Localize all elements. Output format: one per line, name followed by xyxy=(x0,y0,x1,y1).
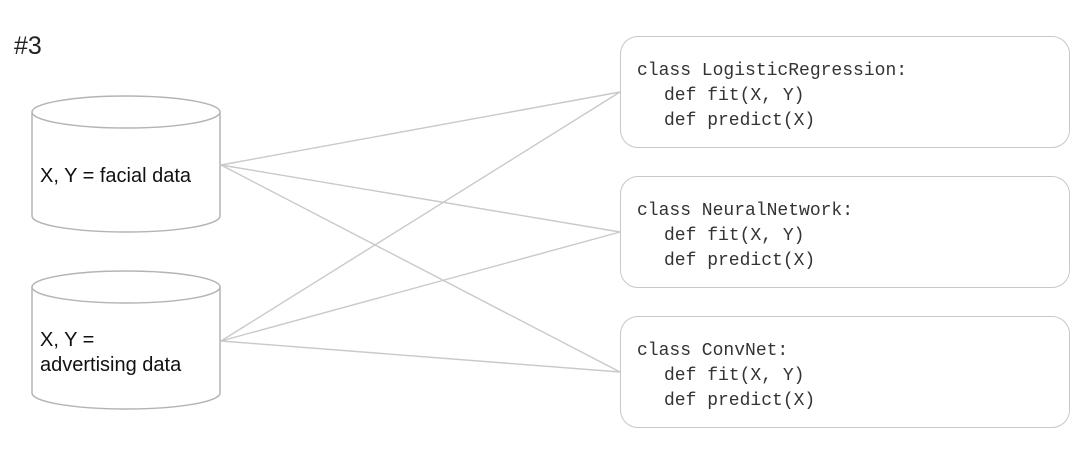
cylinder-top xyxy=(31,270,221,304)
cylinder-body xyxy=(31,287,221,410)
method-predict: def predict(X) xyxy=(664,251,816,271)
class-header: class NeuralNetwork: xyxy=(637,201,854,221)
class-box-neural-network: class NeuralNetwork: def fit(X, Y) def p… xyxy=(620,176,1070,288)
database-label-advertising: X, Y = advertising data xyxy=(40,328,181,378)
class-box-convnet: class ConvNet: def fit(X, Y) def predict… xyxy=(620,316,1070,428)
connector-facial-to-convnet xyxy=(220,164,621,373)
label-line: X, Y = xyxy=(40,329,95,351)
connector-facial-to-logistic xyxy=(220,91,621,166)
cylinder-body xyxy=(31,112,221,233)
method-predict: def predict(X) xyxy=(664,391,816,411)
database-cylinder-facial xyxy=(31,95,221,233)
figure-heading: #3 xyxy=(14,32,42,60)
method-fit: def fit(X, Y) xyxy=(664,366,805,386)
connector-lines xyxy=(220,91,621,373)
method-fit: def fit(X, Y) xyxy=(664,226,805,246)
connector-advertising-to-logistic xyxy=(220,91,621,342)
class-header: class LogisticRegression: xyxy=(637,61,908,81)
class-box-logistic-regression: class LogisticRegression: def fit(X, Y) … xyxy=(620,36,1070,148)
connector-advertising-to-neural xyxy=(220,231,621,342)
method-predict: def predict(X) xyxy=(664,111,816,131)
label-line: advertising data xyxy=(40,354,182,376)
method-fit: def fit(X, Y) xyxy=(664,86,805,106)
database-label-facial: X, Y = facial data xyxy=(40,164,191,189)
class-header: class ConvNet: xyxy=(637,341,789,361)
cylinder-top xyxy=(31,95,221,129)
label-line: X, Y = facial data xyxy=(40,165,192,187)
database-cylinder-advertising xyxy=(31,270,221,410)
connector-advertising-to-convnet xyxy=(220,340,621,373)
connector-facial-to-neural xyxy=(220,164,621,233)
